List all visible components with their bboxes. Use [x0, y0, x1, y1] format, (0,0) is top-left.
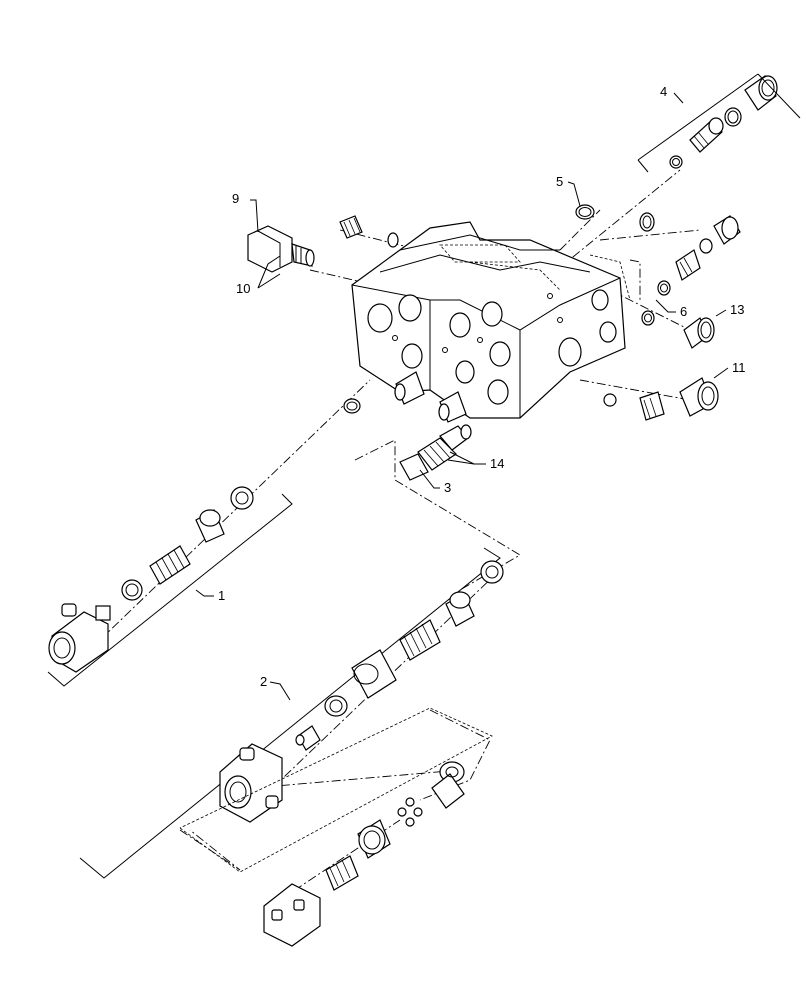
callout-13: 13 — [730, 302, 744, 317]
plug-top-left — [339, 215, 399, 248]
callout-5: 5 — [556, 174, 563, 189]
assembly-4 — [637, 73, 801, 173]
assembly-1 — [47, 486, 293, 687]
valve-body — [351, 221, 631, 419]
sub-assembly — [179, 707, 493, 947]
callout-3: 3 — [444, 480, 451, 495]
callout-4: 4 — [660, 84, 667, 99]
right-side-parts — [639, 212, 741, 326]
o-ring-5 — [575, 204, 595, 220]
callout-11: 11 — [732, 360, 746, 375]
callout-9: 9 — [232, 191, 239, 206]
leader-lines — [195, 181, 729, 701]
fitting-9 — [247, 225, 315, 273]
callout-14: 14 — [490, 456, 504, 471]
center-spools — [343, 371, 467, 423]
callout-6: 6 — [680, 304, 687, 319]
cartridge-14 — [399, 424, 472, 481]
plug-13 — [683, 317, 715, 349]
plug-11 — [603, 377, 719, 421]
assembly-2 — [79, 547, 504, 879]
callouts: 9 10 5 4 6 13 11 14 3 1 2 — [218, 84, 746, 689]
callout-1: 1 — [218, 588, 225, 603]
callout-2: 2 — [260, 674, 267, 689]
callout-10: 10 — [236, 281, 250, 296]
